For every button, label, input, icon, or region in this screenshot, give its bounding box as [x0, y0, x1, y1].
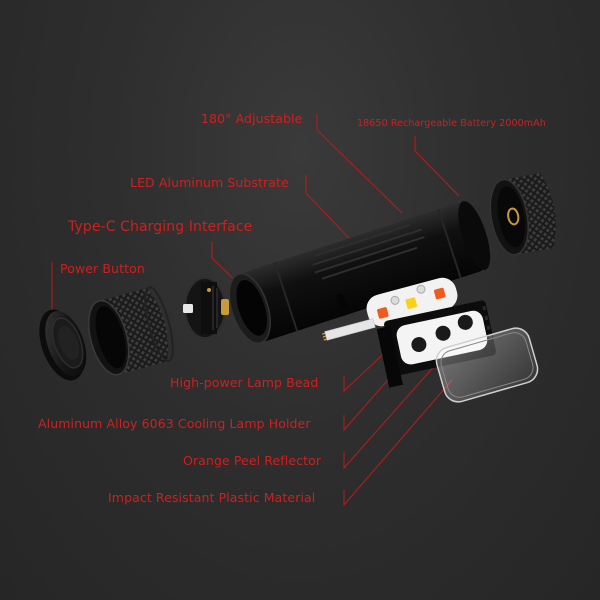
power-button-cap: [39, 309, 87, 381]
switch-module: [183, 277, 229, 339]
label-power-button: Power Button: [60, 261, 145, 276]
label-type-c: Type-C Charging Interface: [68, 219, 253, 235]
battery-tail-cap: [489, 173, 556, 256]
reflector-lens: [435, 327, 539, 403]
main-body-tube: [228, 201, 491, 344]
label-cooling-holder: Aluminum Alloy 6063 Cooling Lamp Holder: [38, 416, 311, 431]
label-adjustable: 180° Adjustable: [201, 111, 303, 126]
leader-reflector: [343, 353, 446, 470]
label-led-substrate: LED Aluminum Substrate: [130, 175, 289, 190]
knurled-end-cap: [88, 286, 174, 376]
leader-cooling-holder: [343, 366, 400, 432]
led-pcb-board: [322, 277, 458, 341]
leader-lines: [51, 114, 460, 507]
leader-adjustable: [316, 114, 403, 214]
leader-plastic: [343, 379, 453, 507]
leader-battery: [414, 136, 460, 197]
label-reflector: Orange Peel Reflector: [183, 453, 322, 468]
leader-lamp-bead: [343, 342, 396, 393]
label-battery: 18650 Rechargeable Battery 2000mAh: [357, 118, 546, 129]
label-lamp-bead: High-power Lamp Bead: [170, 375, 319, 390]
label-plastic: Impact Resistant Plastic Material: [108, 490, 316, 505]
